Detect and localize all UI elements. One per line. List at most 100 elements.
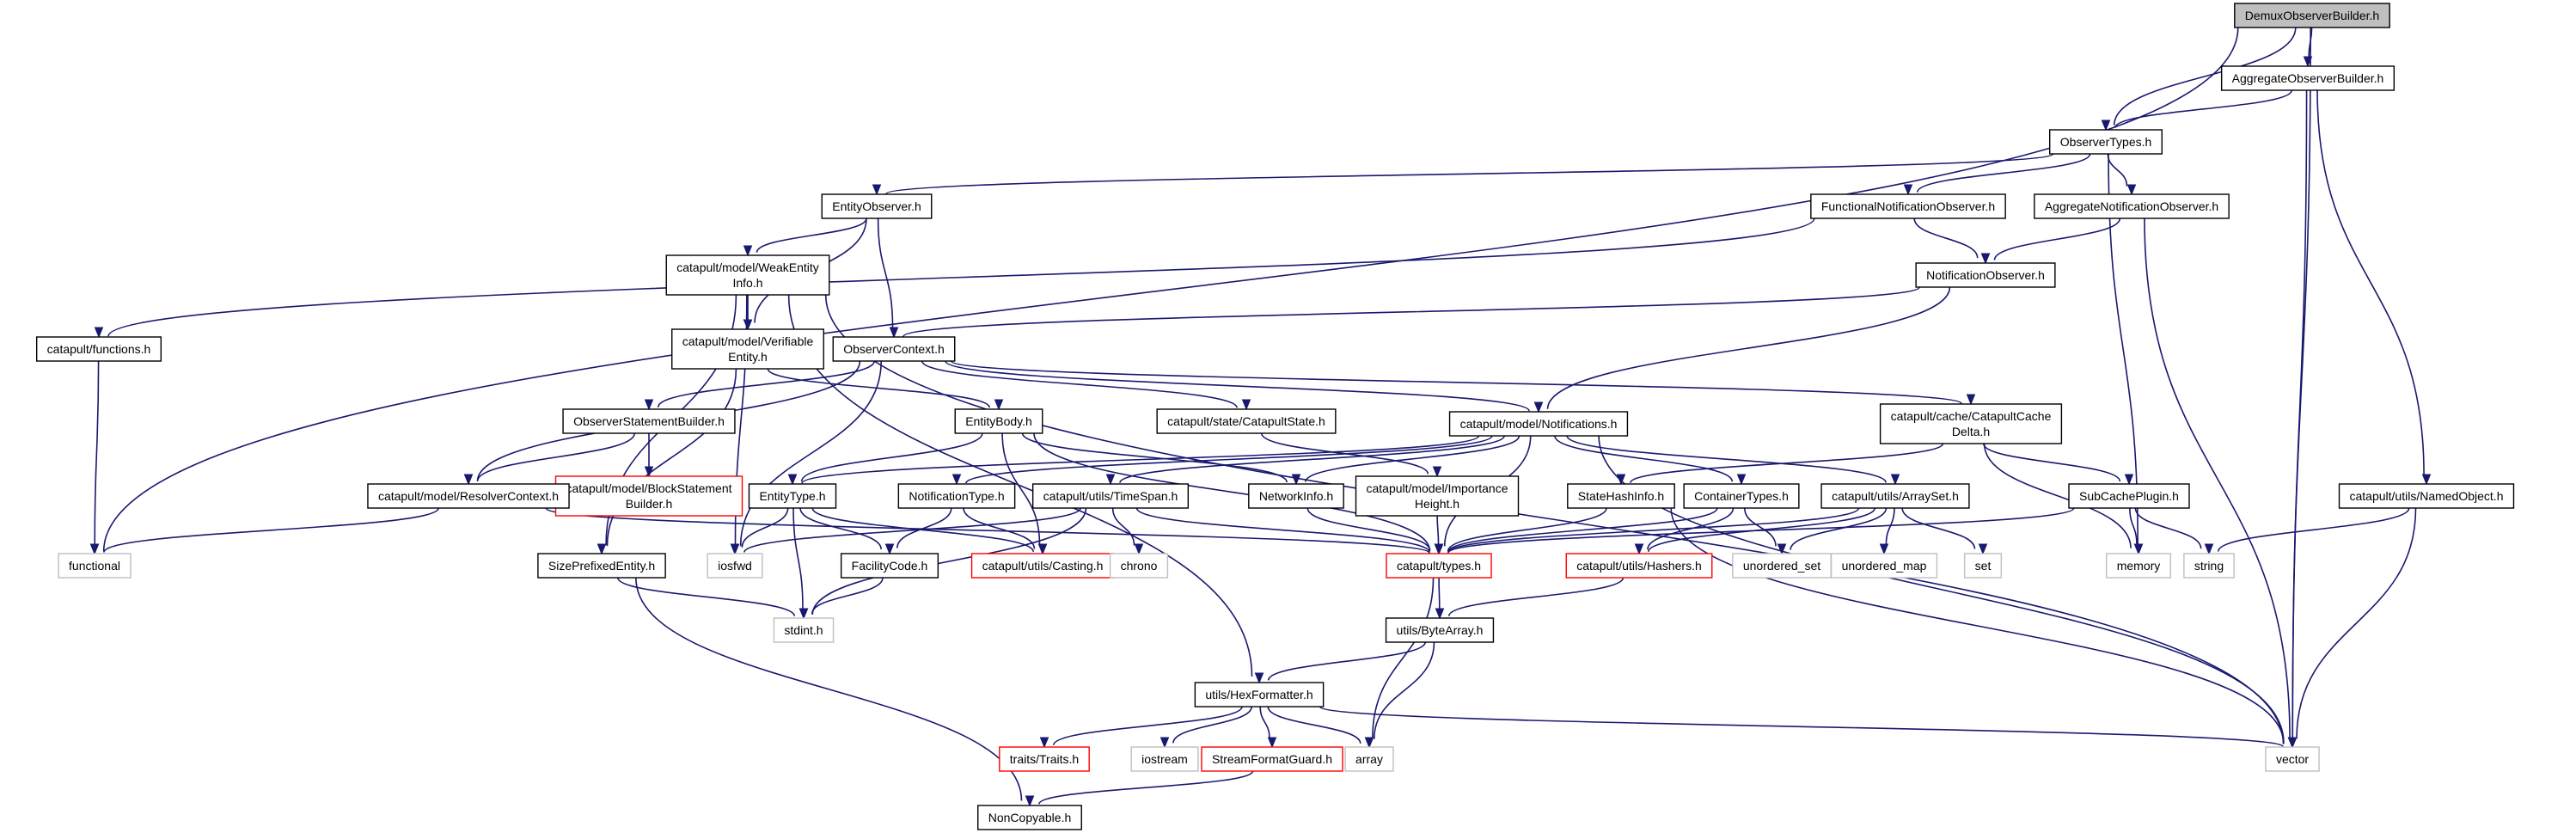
node-functions[interactable]: catapult/functions.h: [35, 336, 162, 362]
edge-obsctx-to-cachedelta: [950, 360, 1976, 406]
node-notifications[interactable]: catapult/model/Notifications.h: [1448, 411, 1629, 437]
node-memory[interactable]: memory: [2106, 553, 2171, 579]
node-label: catapult/functions.h: [47, 342, 151, 356]
node-bytearray[interactable]: utils/ByteArray.h: [1385, 617, 1495, 643]
edge-line: [102, 27, 2239, 552]
node-functional[interactable]: functional: [58, 553, 132, 579]
node-label: vector: [2276, 752, 2309, 766]
node-noncopyable[interactable]: NonCopyable.h: [977, 805, 1082, 830]
node-label: catapult/model/WeakEntity: [676, 260, 819, 274]
node-string[interactable]: string: [2183, 553, 2235, 579]
node-box: [1565, 553, 1713, 579]
node-containertypes[interactable]: ContainerTypes.h: [1683, 483, 1800, 509]
edge-arrowhead: [1432, 466, 1442, 478]
node-hashers[interactable]: catapult/utils/Hashers.h: [1565, 553, 1713, 579]
edge-bytearray-to-hexformatter: [1254, 641, 1426, 684]
edge-subcache-to-types: [1434, 507, 2075, 555]
node-obstypes[interactable]: ObserverTypes.h: [2049, 129, 2163, 155]
edge-entobs-to-weakentity: [743, 217, 867, 257]
node-box: [1915, 262, 2056, 288]
node-chrono[interactable]: chrono: [1109, 553, 1169, 579]
node-box: [1879, 403, 2063, 444]
edge-line: [1259, 706, 1270, 738]
edge-line: [1447, 507, 2075, 554]
node-demux[interactable]: DemuxObserverBuilder.h: [2234, 3, 2390, 28]
edge-line: [1373, 641, 1435, 739]
node-label: catapult/model/ResolverContext.h: [378, 489, 559, 503]
node-set[interactable]: set: [1963, 553, 2003, 579]
edge-arrowhead: [2133, 543, 2144, 555]
node-unordered_map[interactable]: unordered_map: [1830, 553, 1938, 579]
edge-line: [103, 507, 439, 553]
edge-weakentity-to-vector: [824, 294, 2298, 749]
edge-line: [2291, 89, 2308, 738]
node-notiftype[interactable]: NotificationType.h: [897, 483, 1016, 509]
edge-arrowhead: [597, 543, 607, 555]
node-hexformatter[interactable]: utils/HexFormatter.h: [1194, 682, 1325, 707]
edge-arrowhead: [872, 184, 882, 196]
node-facilitycode[interactable]: FacilityCode.h: [840, 553, 939, 579]
edge-arrowhead: [1291, 474, 1301, 486]
edge-hexformatter-to-array: [1267, 706, 1374, 749]
node-casting[interactable]: catapult/utils/Casting.h: [970, 553, 1115, 579]
edge-funcnotif-to-notifobs: [1913, 217, 1991, 265]
node-namedobj[interactable]: catapult/utils/NamedObject.h: [2338, 483, 2515, 509]
node-types[interactable]: catapult/types.h: [1386, 553, 1492, 579]
edge-arrowhead: [884, 543, 895, 555]
node-networkinfo[interactable]: NetworkInfo.h: [1248, 483, 1344, 509]
node-stdint[interactable]: stdint.h: [773, 617, 835, 643]
edge-arrowhead: [89, 543, 100, 555]
edge-line: [1554, 435, 1734, 482]
edge-line: [2107, 153, 2128, 187]
node-arrayset[interactable]: catapult/utils/ArraySet.h: [1820, 483, 1970, 509]
node-unordered_set[interactable]: unordered_set: [1732, 553, 1832, 579]
edge-arrowhead: [1267, 737, 1277, 749]
edge-entitybody-to-networkinfo: [1021, 432, 1301, 486]
node-label: memory: [2117, 559, 2161, 573]
node-resolverctx[interactable]: catapult/model/ResolverContext.h: [367, 483, 570, 509]
edge-arrowhead: [1980, 253, 1991, 265]
node-aggobs[interactable]: AggregateObserverBuilder.h: [2220, 65, 2395, 91]
edge-notiftype-to-facilitycode: [884, 507, 952, 555]
node-subcache[interactable]: SubCachePlugin.h: [2068, 483, 2190, 509]
node-iostream[interactable]: iostream: [1130, 746, 1199, 772]
node-iosfwd[interactable]: iosfwd: [707, 553, 763, 579]
node-entitybody[interactable]: EntityBody.h: [954, 408, 1043, 434]
edge-cachedelta-to-subcache: [1982, 443, 2134, 486]
edge-line: [1743, 507, 1777, 547]
node-notifobs[interactable]: NotificationObserver.h: [1915, 262, 2056, 288]
node-box: [367, 483, 570, 509]
node-box: [671, 328, 824, 370]
node-streamguard[interactable]: StreamFormatGuard.h: [1201, 746, 1343, 772]
node-stmtbuilder[interactable]: ObserverStatementBuilder.h: [562, 408, 736, 434]
node-label: NotificationObserver.h: [1926, 268, 2045, 282]
edge-notifications-to-timespan: [1105, 435, 1505, 486]
node-sizeprefixed[interactable]: SizePrefixedEntity.h: [537, 553, 666, 579]
edge-subcache-to-memory: [2129, 507, 2144, 555]
edge-line: [476, 432, 635, 482]
edge-arrowhead: [644, 466, 654, 478]
edge-catstate-to-importance: [1260, 432, 1442, 478]
node-entobs[interactable]: EntityObserver.h: [821, 193, 933, 219]
node-statehash[interactable]: StateHashInfo.h: [1567, 483, 1675, 509]
edge-arrowhead: [1134, 543, 1144, 555]
node-box: [58, 553, 132, 579]
node-entitytype[interactable]: EntityType.h: [748, 483, 837, 509]
node-label: string: [2194, 559, 2224, 573]
node-obsctx[interactable]: ObserverContext.h: [832, 336, 956, 362]
node-catstate[interactable]: catapult/state/CatapultState.h: [1156, 408, 1337, 434]
edge-entobs-to-obsctx: [877, 217, 899, 339]
node-timespan[interactable]: catapult/utils/TimeSpan.h: [1031, 483, 1190, 509]
edge-arrowhead: [1435, 608, 1445, 620]
node-traits[interactable]: traits/Traits.h: [999, 746, 1090, 772]
node-array[interactable]: array: [1344, 746, 1394, 772]
node-vector[interactable]: vector: [2265, 746, 2320, 772]
edge-line: [2108, 153, 2139, 545]
node-aggnotif[interactable]: AggregateNotificationObserver.h: [2034, 193, 2230, 219]
node-funcnotif[interactable]: FunctionalNotificationObserver.h: [1810, 193, 2006, 219]
